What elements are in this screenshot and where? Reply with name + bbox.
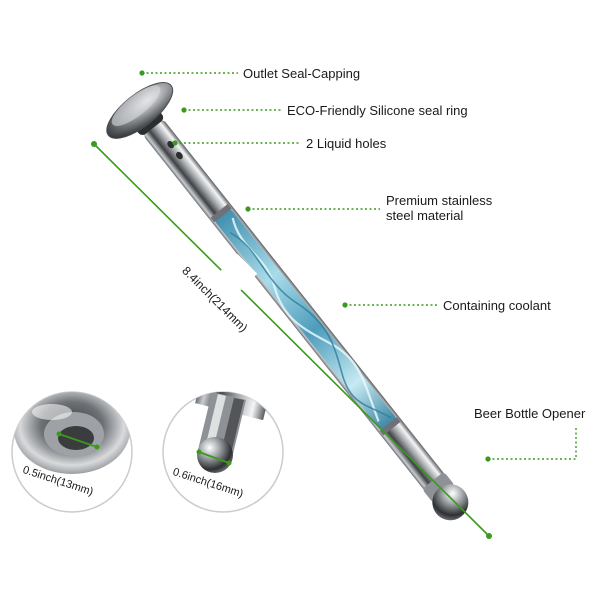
callout-dot [172, 140, 178, 146]
callout-dot [181, 107, 187, 113]
length-label-gap [173, 253, 258, 338]
stirrer-rod [106, 82, 469, 521]
tip-dimension-end [226, 460, 232, 466]
length-dimension-end [486, 533, 492, 539]
tip-dimension-line [198, 451, 230, 464]
liquid-hole [167, 140, 175, 149]
liquid-hole [175, 151, 183, 160]
callout-silicone-ring: ECO-Friendly Silicone seal ring [287, 103, 468, 118]
callout-dot [485, 456, 491, 462]
seal-cap-face [111, 85, 161, 126]
callout-bottle-opener: Beer Bottle Opener [474, 406, 586, 421]
callout-dot [342, 302, 348, 308]
coolant-swirl-2 [229, 231, 392, 419]
tip-collar [423, 473, 454, 502]
callout-dots [139, 70, 491, 462]
callout-coolant: Containing coolant [443, 298, 551, 313]
cap-detail-view: 0.5inch(13mm) [11, 391, 133, 513]
callout-outlet-seal: Outlet Seal-Capping [243, 66, 360, 81]
callout-stainless-line1: Premium stainless [386, 193, 493, 208]
cap-center-hole [58, 426, 94, 450]
cap-dimension-line [58, 433, 98, 448]
cap-dimension-end [94, 444, 100, 450]
cap-dimension-end [56, 431, 62, 437]
callout-dot [139, 70, 145, 76]
window-frame [210, 203, 232, 223]
length-dimension-line [93, 143, 490, 537]
callout-line-opener [488, 426, 577, 460]
callout-lines [142, 72, 577, 460]
tip-detail-view: 0.6inch(16mm) [162, 391, 284, 513]
window-frame-end [379, 417, 401, 436]
tip-dimension-end [196, 449, 202, 455]
callout-dot [245, 206, 251, 212]
callout-liquid-holes: 2 Liquid holes [306, 136, 387, 151]
tip-ball [197, 437, 233, 473]
length-dimension-end [91, 141, 97, 147]
callout-stainless-line2: steel material [386, 208, 463, 223]
cap-highlight [32, 404, 72, 420]
ball-tip [432, 484, 469, 521]
